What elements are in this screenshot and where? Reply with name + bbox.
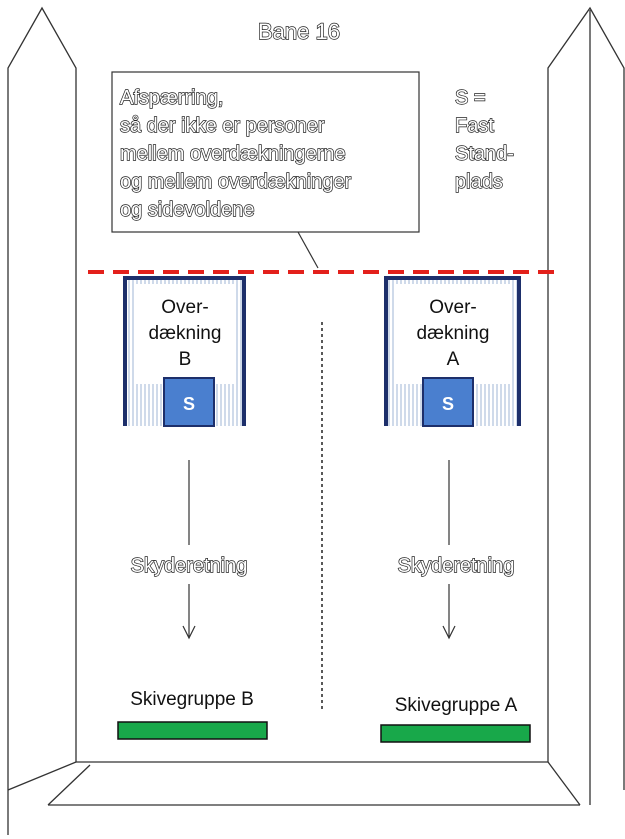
arrow-head-icon <box>442 625 456 640</box>
target-bar-a <box>380 724 531 743</box>
legend-line: Stand- <box>455 143 514 165</box>
shelter-b: Over- dækning B S <box>123 276 246 427</box>
shelter-a-label: A <box>447 349 460 370</box>
shelter-a-inner <box>395 284 510 384</box>
arrow-head-icon <box>182 625 196 640</box>
legend: S = Fast Stand- plads <box>454 86 514 193</box>
stand-a-label: S <box>442 394 454 414</box>
range-walls <box>7 6 625 835</box>
legend-line: plads <box>455 171 503 193</box>
legend-line: S = <box>455 87 486 109</box>
direction-arrow-b: Skyderetning <box>130 460 248 640</box>
target-label-a: Skivegruppe A <box>395 695 518 716</box>
callout-line: og sidevoldene <box>120 199 255 221</box>
barrier-callout: Afspærring, så der ikke er personer mell… <box>111 71 420 269</box>
target-group-b: Skivegruppe B <box>117 689 268 740</box>
shelter-a-label: dækning <box>417 323 490 344</box>
callout-pointer <box>297 231 319 269</box>
target-bar-b <box>117 721 268 740</box>
target-group-a: Skivegruppe A <box>380 695 531 743</box>
shelter-b-label: B <box>179 349 192 370</box>
stand-b-label: S <box>183 394 195 414</box>
shelter-a: Over- dækning A S <box>384 276 521 427</box>
callout-line: og mellem overdækninger <box>120 171 352 193</box>
shelter-b-label: Over- <box>161 297 209 318</box>
callout-line: så der ikke er personer <box>120 115 325 137</box>
stand-b <box>163 377 215 427</box>
stand-a <box>422 377 474 427</box>
shelter-a-label: Over- <box>429 297 477 318</box>
direction-label-b: Skyderetning <box>131 555 248 577</box>
legend-line: Fast <box>455 115 494 137</box>
callout-line: Afspærring, <box>120 87 223 109</box>
target-label-b: Skivegruppe B <box>130 689 254 710</box>
shelter-b-inner <box>134 284 235 384</box>
shelter-b-label: dækning <box>149 323 222 344</box>
callout-line: mellem overdækningerne <box>120 143 346 165</box>
direction-arrow-a: Skyderetning <box>397 460 515 640</box>
direction-label-a: Skyderetning <box>398 555 515 577</box>
page-title: Bane 16 <box>258 19 340 44</box>
